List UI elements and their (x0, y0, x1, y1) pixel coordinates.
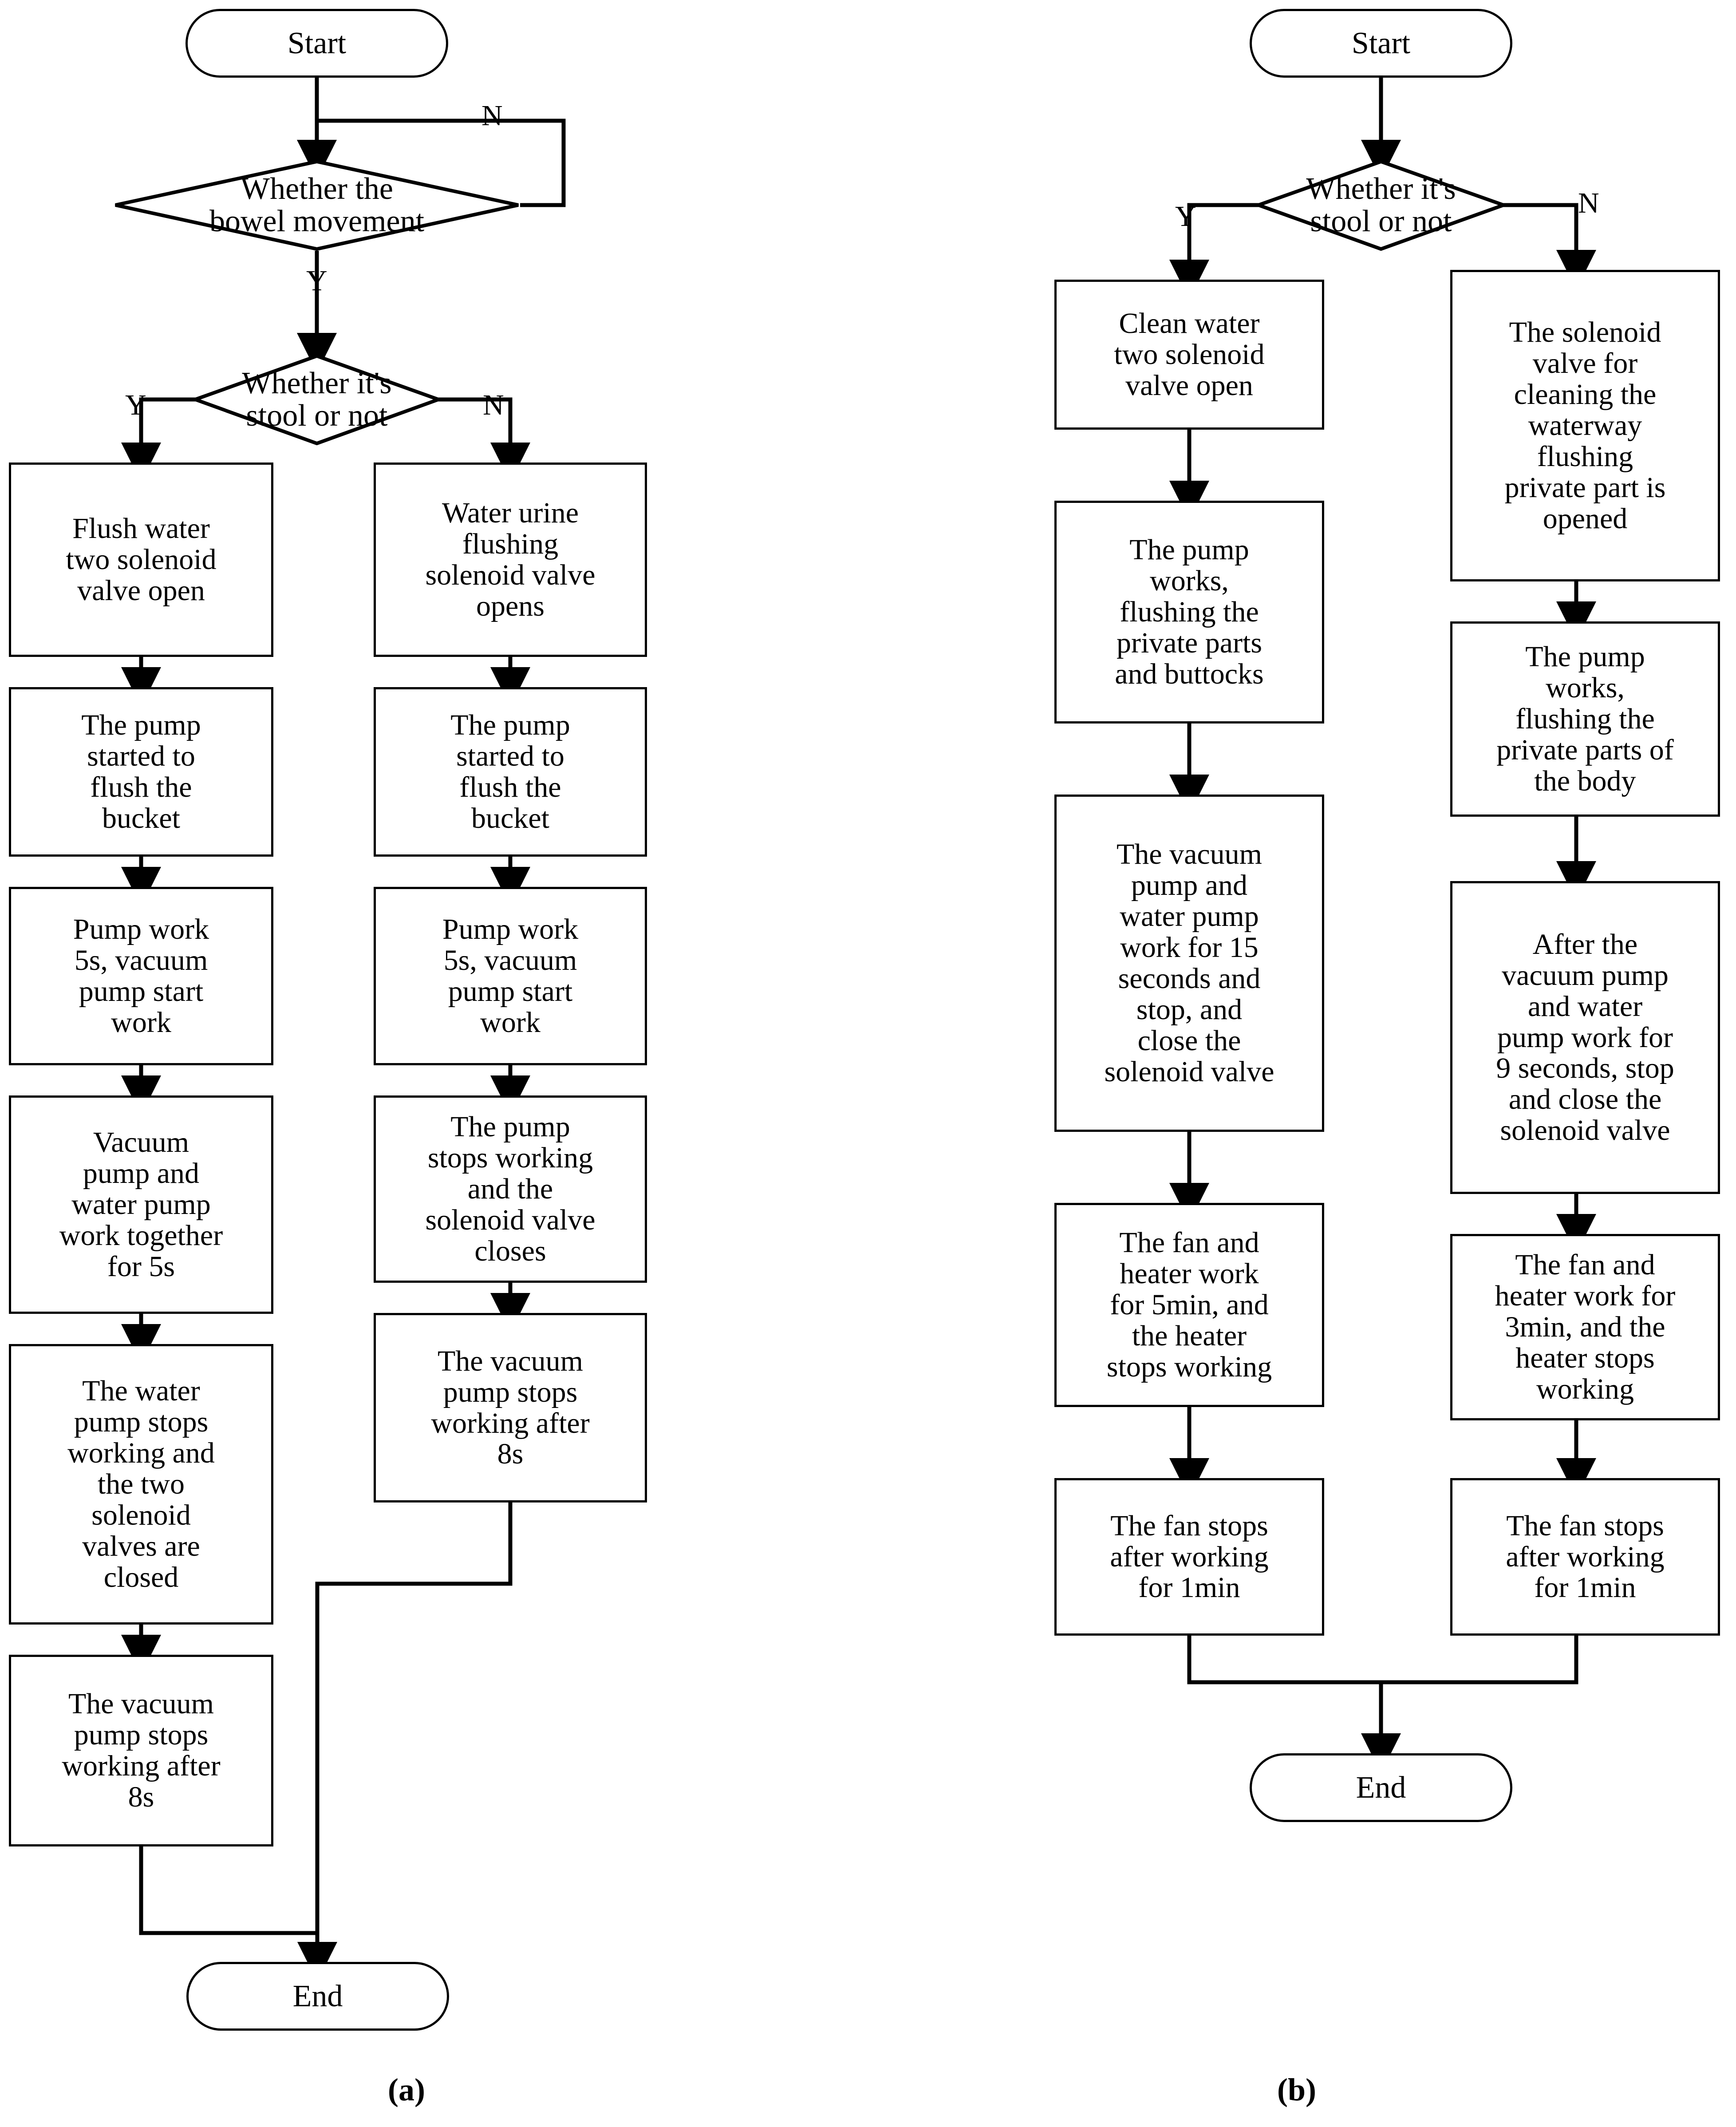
node-a-decision-stool-or-not[interactable]: Whether it's stool or not (193, 354, 440, 445)
edge-label-a-d2-yes: Y (125, 389, 146, 421)
node-b-end[interactable]: End (1250, 1753, 1512, 1822)
node-label: Flush water two solenoid valve open (66, 512, 217, 607)
edge-label-a-d1-no: N (481, 99, 503, 132)
edge-label-b-yes: Y (1175, 200, 1196, 233)
panel-caption-a: (a) (388, 2072, 425, 2107)
node-label: The water pump stops working and the two… (67, 1375, 215, 1593)
node-label: The fan and heater work for 3min, and th… (1495, 1249, 1676, 1405)
node-b-fan-heater-3min[interactable]: The fan and heater work for 3min, and th… (1450, 1234, 1720, 1420)
node-label: The solenoid valve for cleaning the wate… (1504, 316, 1666, 535)
diamond-shape (1257, 160, 1505, 251)
node-b-pump-works-flushing-private-parts-body[interactable]: The pump works, flushing the private par… (1450, 621, 1720, 817)
node-label: Pump work 5s, vacuum pump start work (73, 913, 209, 1039)
node-label: The pump started to flush the bucket (450, 709, 570, 834)
node-label: The fan stops after working for 1min (1506, 1509, 1665, 1604)
node-b-fan-stops-after-1min[interactable]: The fan stops after working for 1min (1054, 1478, 1324, 1636)
diamond-shape (115, 160, 519, 251)
node-label: Clean water two solenoid valve open (1114, 307, 1265, 402)
node-a-start[interactable]: Start (185, 9, 448, 78)
node-a-end[interactable]: End (186, 1962, 449, 2031)
node-b-vacuum-water-pump-15-seconds[interactable]: The vacuum pump and water pump work for … (1054, 795, 1324, 1132)
diamond-shape (193, 354, 440, 445)
node-b-fan-heater-5min[interactable]: The fan and heater work for 5min, and th… (1054, 1203, 1324, 1407)
node-label: After the vacuum pump and water pump wor… (1496, 928, 1674, 1147)
node-a-pump-started-flush-bucket-2[interactable]: The pump started to flush the bucket (374, 687, 647, 857)
node-label: The pump works, flushing the private par… (1115, 534, 1264, 690)
node-a-pump-stops-solenoid-valve-closes[interactable]: The pump stops working and the solenoid … (374, 1095, 647, 1283)
node-a-vacuum-pump-stops-after-8s[interactable]: The vacuum pump stops working after 8s (9, 1655, 273, 1846)
node-label: The fan stops after working for 1min (1110, 1509, 1269, 1604)
edge-label-b-no: N (1578, 187, 1599, 219)
node-a-vacuum-pump-stops-after-8s-2[interactable]: The vacuum pump stops working after 8s (374, 1313, 647, 1502)
node-label: Pump work 5s, vacuum pump start work (442, 913, 579, 1039)
node-label: End (1356, 1770, 1406, 1805)
node-label: Vacuum pump and water pump work together… (59, 1126, 223, 1283)
node-label: Whether the bowel movement (209, 171, 425, 238)
node-a-vacuum-water-pump-together-5s[interactable]: Vacuum pump and water pump work together… (9, 1095, 273, 1314)
node-label: The pump stops working and the solenoid … (425, 1111, 596, 1267)
node-label: Start (1351, 26, 1411, 60)
panel-caption-b: (b) (1277, 2072, 1316, 2107)
node-b-start[interactable]: Start (1250, 9, 1512, 78)
node-b-fan-stops-after-1min-2[interactable]: The fan stops after working for 1min (1450, 1478, 1720, 1636)
node-a-water-pump-stops-valves-closed[interactable]: The water pump stops working and the two… (9, 1344, 273, 1625)
node-label: Water urine flushing solenoid valve open… (425, 497, 596, 622)
node-label: Start (287, 26, 347, 60)
node-label: The vacuum pump stops working after 8s (62, 1688, 221, 1813)
node-b-after-vacuum-water-pump-9-seconds[interactable]: After the vacuum pump and water pump wor… (1450, 881, 1720, 1194)
edge-label-a-d1-yes: Y (306, 265, 327, 297)
node-label: The pump works, flushing the private par… (1496, 640, 1674, 797)
node-a-pump-started-flush-bucket[interactable]: The pump started to flush the bucket (9, 687, 273, 857)
node-label: The vacuum pump stops working after 8s (431, 1344, 590, 1471)
node-a-pump-work-5s-vacuum-start[interactable]: Pump work 5s, vacuum pump start work (9, 887, 273, 1065)
node-b-pump-works-flushing-private-parts-buttocks[interactable]: The pump works, flushing the private par… (1054, 501, 1324, 723)
node-label: The vacuum pump and water pump work for … (1104, 838, 1274, 1088)
node-label: Whether it's stool or not (1306, 171, 1456, 238)
node-label: Whether it's stool or not (242, 366, 392, 433)
node-a-water-urine-flushing-valve-opens[interactable]: Water urine flushing solenoid valve open… (374, 463, 647, 657)
node-b-decision-stool-or-not[interactable]: Whether it's stool or not (1257, 160, 1505, 251)
node-label: The pump started to flush the bucket (81, 709, 201, 834)
edge-label-a-d2-no: N (483, 389, 504, 421)
node-b-solenoid-valve-cleaning-waterway-opened[interactable]: The solenoid valve for cleaning the wate… (1450, 270, 1720, 581)
node-b-clean-water-two-solenoid-valve-open[interactable]: Clean water two solenoid valve open (1054, 280, 1324, 430)
node-label: End (292, 1979, 343, 2013)
node-a-pump-work-5s-vacuum-start-2[interactable]: Pump work 5s, vacuum pump start work (374, 887, 647, 1065)
node-a-decision-bowel-movement[interactable]: Whether the bowel movement (114, 160, 520, 251)
node-a-flush-water-two-solenoid-valve-open[interactable]: Flush water two solenoid valve open (9, 463, 273, 657)
node-label: The fan and heater work for 5min, and th… (1106, 1226, 1272, 1383)
